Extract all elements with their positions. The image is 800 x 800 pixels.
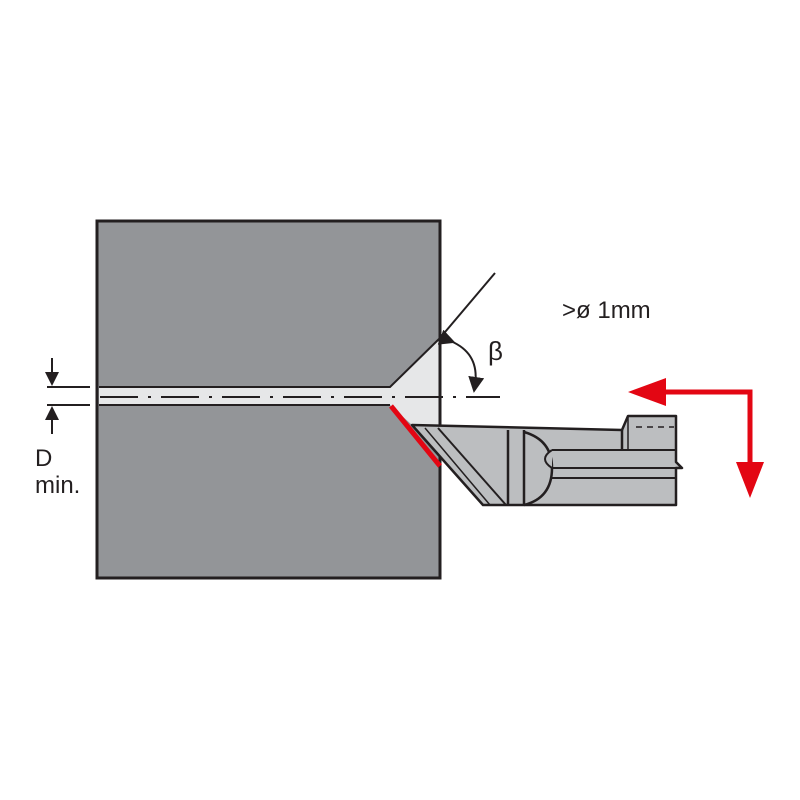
arrow-down-icon: [736, 462, 764, 498]
angle-arc: [437, 329, 485, 393]
d-min-dimension: [45, 358, 90, 434]
chamfer-extension-line: [439, 272, 496, 339]
angle-label: β: [488, 336, 503, 366]
dimension-symbol: D: [35, 445, 52, 472]
cutting-edge-highlight: [389, 404, 442, 468]
chamfer-edge: [99, 337, 441, 388]
dimension-qualifier: min.: [35, 472, 80, 499]
min-diameter-label: >ø 1mm: [562, 297, 651, 324]
arrow-left-icon: [628, 378, 666, 406]
chamfer-tool: [410, 414, 684, 507]
feed-direction-arrows: [628, 378, 764, 498]
